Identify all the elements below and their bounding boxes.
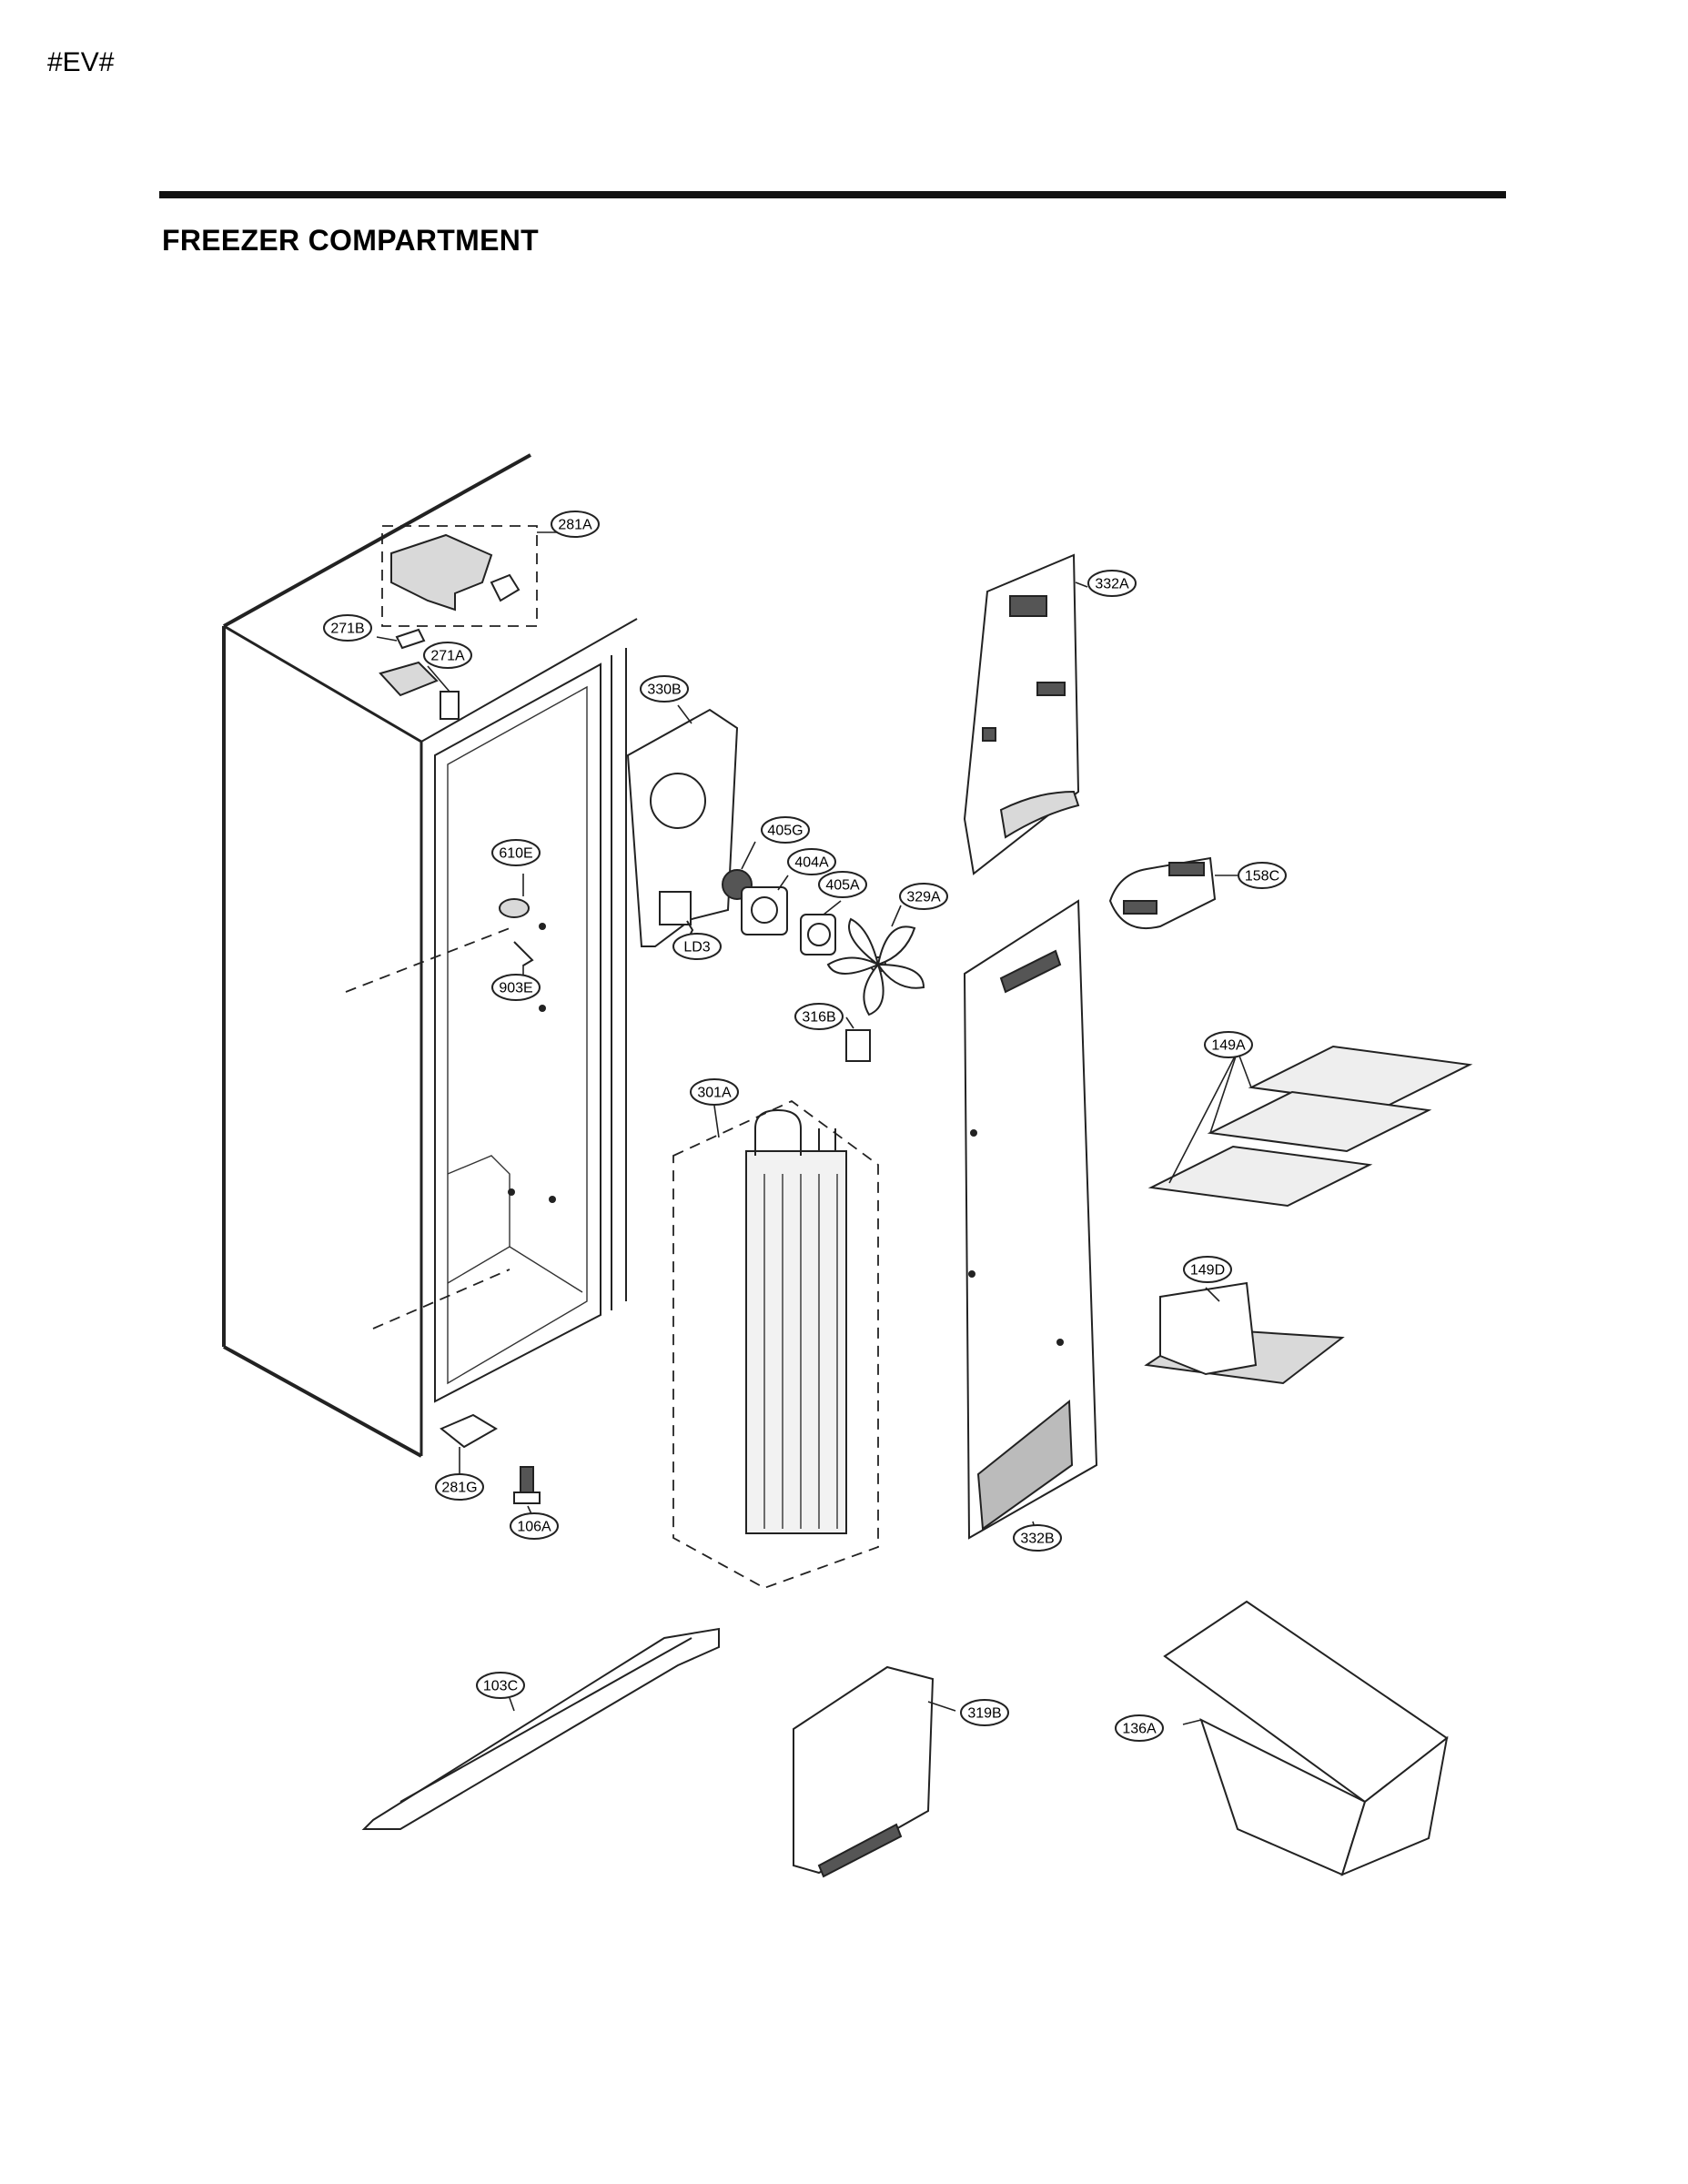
part-316B <box>845 1016 871 1062</box>
part-301A-evaporator <box>672 1099 879 1589</box>
callout-label: 329A <box>906 890 941 905</box>
callout-610e: 610E <box>491 839 541 866</box>
callout-332a: 332A <box>1087 570 1137 597</box>
part-319B-cover <box>793 1665 956 1878</box>
callout-106a: 106A <box>510 1512 559 1540</box>
part-332B-panel <box>963 899 1098 1540</box>
part-332A-panel <box>963 553 1088 875</box>
callout-layer: 281A 271B 271A 330B 332A 610E 405G 404A 405A 329A… <box>323 511 1287 1742</box>
part-610E-903E <box>499 874 534 981</box>
part-329A-fan <box>826 905 925 1016</box>
callout-136a: 136A <box>1115 1714 1164 1742</box>
callout-label: 332B <box>1020 1532 1054 1547</box>
callout-label: 281A <box>558 518 592 533</box>
callout-149d: 149D <box>1183 1256 1232 1283</box>
page-code: #EV# <box>47 47 115 77</box>
callout-ld3: LD3 <box>672 933 722 960</box>
callout-label: 332A <box>1095 577 1129 592</box>
callout-label: LD3 <box>683 940 710 956</box>
callout-319b: 319B <box>960 1699 1009 1726</box>
callout-329a: 329A <box>899 883 948 910</box>
part-motor-group <box>686 841 842 956</box>
callout-label: 149A <box>1211 1038 1246 1054</box>
callout-label: 158C <box>1245 869 1279 885</box>
callout-271a: 271A <box>423 642 472 669</box>
callout-label: 610E <box>499 846 532 862</box>
callout-label: 404A <box>794 855 829 871</box>
part-149A-shelves <box>1147 1045 1473 1208</box>
callout-label: 319B <box>967 1706 1001 1722</box>
callout-405g: 405G <box>761 816 810 844</box>
callout-158c: 158C <box>1238 862 1287 889</box>
part-281A-cover <box>381 525 564 627</box>
part-281G-106A <box>440 1413 541 1519</box>
callout-301a: 301A <box>690 1078 739 1106</box>
part-330B-shroud <box>626 704 739 947</box>
part-149D-tray <box>1144 1281 1345 1385</box>
callout-label: 103C <box>483 1679 518 1694</box>
callout-label: 271A <box>430 649 465 664</box>
header-rule <box>159 191 1506 198</box>
callout-label: 136A <box>1122 1722 1157 1737</box>
section-title: FREEZER COMPARTMENT <box>162 224 539 257</box>
callout-281g: 281G <box>435 1473 484 1501</box>
callout-903e: 903E <box>491 974 541 1001</box>
callout-label: 106A <box>517 1520 551 1535</box>
callout-332b: 332B <box>1013 1524 1062 1552</box>
part-271-brackets <box>376 628 460 720</box>
callout-label: 301A <box>697 1086 732 1101</box>
callout-label: 149D <box>1190 1263 1225 1279</box>
callout-271b: 271B <box>323 614 372 642</box>
callout-330b: 330B <box>640 675 689 703</box>
cabinet <box>222 453 638 1458</box>
callout-404a: 404A <box>787 848 836 875</box>
callout-label: 316B <box>802 1010 835 1026</box>
callout-label: 405G <box>767 824 803 839</box>
callout-103c: 103C <box>476 1672 525 1699</box>
callout-281a: 281A <box>551 511 600 538</box>
callout-label: 271B <box>330 622 364 637</box>
callout-label: 405A <box>825 878 860 894</box>
callout-label: 330B <box>647 682 681 698</box>
callout-label: 903E <box>499 981 532 996</box>
callout-405a: 405A <box>818 871 867 898</box>
part-103C-rail <box>361 1627 720 1830</box>
callout-label: 281G <box>441 1481 477 1496</box>
callout-316b: 316B <box>794 1003 844 1030</box>
callout-149a: 149A <box>1204 1031 1253 1058</box>
part-158C-cover <box>1108 856 1238 930</box>
part-136A-bin <box>1163 1600 1449 1876</box>
